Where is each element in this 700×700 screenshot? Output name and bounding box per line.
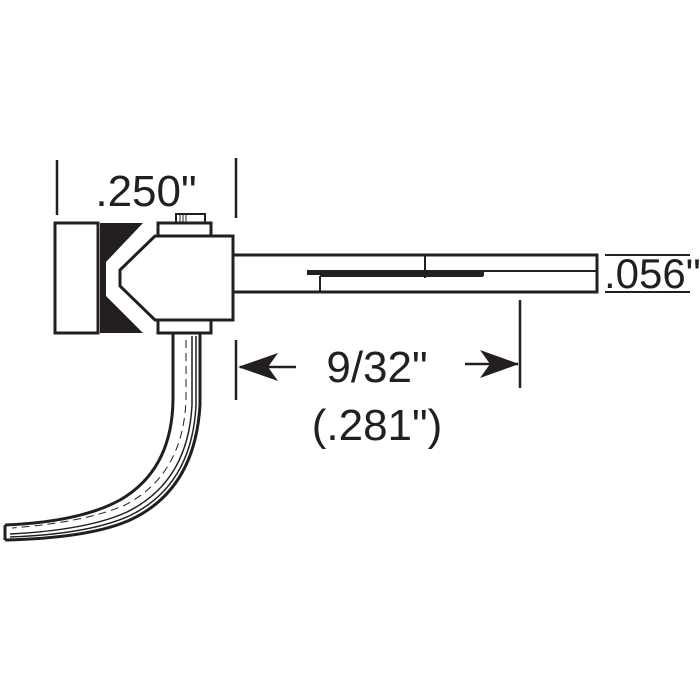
coupler-face [53,221,100,335]
shank [231,253,599,294]
head-width-label: .250" [95,167,196,216]
coupler-body [118,221,235,335]
trip-pin [3,334,202,542]
shank-length-decimal-label: (.281") [312,401,443,450]
shank-length-fraction-label: 9/32" [326,343,427,392]
shank-thickness-label: .056" [604,250,700,297]
arrow-right-icon [480,350,519,378]
arrow-left-icon [238,353,278,381]
